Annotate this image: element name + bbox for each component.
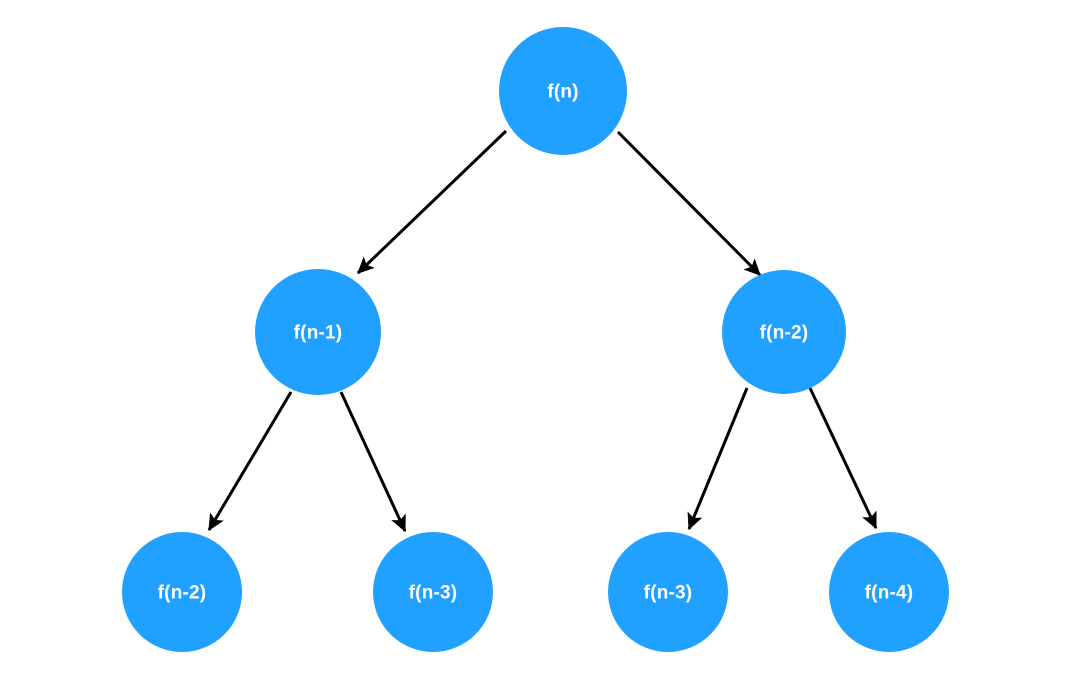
tree-edge-root-to-r1 [616,130,762,277]
nodes-layer: f(n) f(n-1) f(n-2) f(n-2) f(n-3) f(n-3) f(n-4) [122,27,949,652]
node-label-root: f(n) [547,82,578,103]
node-label-rr2: f(n-4) [865,583,914,604]
node-circle-rl2[interactable] [608,532,728,652]
node-label-r1: f(n-2) [760,323,809,344]
tree-edge-l1-to-lr2 [339,391,407,533]
tree-node-lr2[interactable]: f(n-3) [373,532,493,652]
node-circle-l1[interactable] [255,269,381,395]
node-circle-ll2[interactable] [122,532,242,652]
node-circle-r1[interactable] [722,270,846,394]
tree-edge-r1-to-rl2 [687,387,749,531]
tree-node-rr2[interactable]: f(n-4) [829,532,949,652]
node-circle-rr2[interactable] [829,532,949,652]
node-label-l1: f(n-1) [294,323,343,344]
tree-node-l1[interactable]: f(n-1) [255,269,381,395]
node-label-ll2: f(n-2) [158,583,207,604]
node-label-rl2: f(n-3) [644,583,693,604]
node-circle-lr2[interactable] [373,532,493,652]
tree-edge-r1-to-rr2 [808,387,878,530]
node-label-lr2: f(n-3) [409,583,458,604]
tree-node-r1[interactable]: f(n-2) [722,270,846,394]
node-circle-root[interactable] [499,27,627,155]
edges-layer [207,129,878,533]
tree-edge-root-to-l1 [356,129,508,275]
tree-node-ll2[interactable]: f(n-2) [122,532,242,652]
tree-edge-l1-to-ll2 [207,391,293,532]
tree-node-root[interactable]: f(n) [499,27,627,155]
tree-node-rl2[interactable]: f(n-3) [608,532,728,652]
